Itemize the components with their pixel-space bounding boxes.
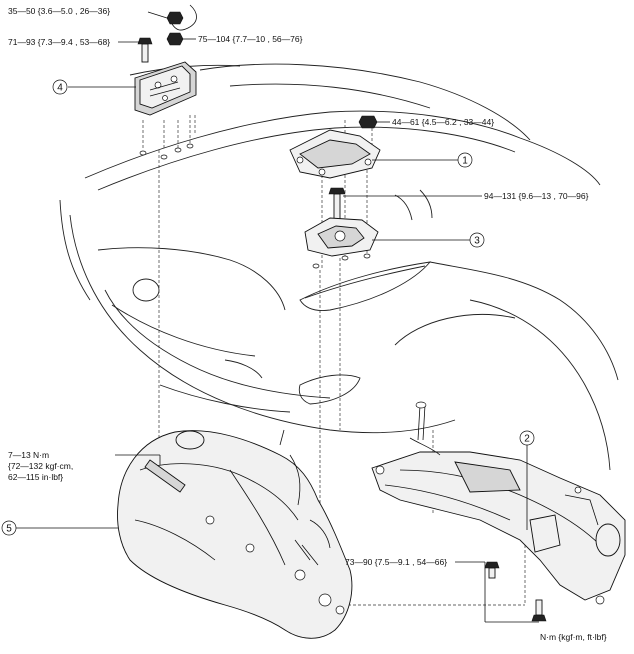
callout-3-label: 3 (474, 236, 480, 247)
nut-top (166, 4, 197, 31)
engine-mount-bracket-left (134, 61, 197, 116)
torque-nut-mid: 75—104 {7.7—10 , 56—76} (198, 34, 303, 44)
bolt-left (137, 37, 153, 63)
crossmember (371, 401, 626, 605)
vehicle-body-outline (59, 63, 619, 471)
engine-mount-member (289, 115, 381, 179)
torque-small-bolt-line1: 7—13 N·m (8, 450, 49, 460)
bolt-mount (328, 187, 346, 221)
callout-1-label: 1 (462, 156, 468, 167)
torque-labels: 35—50 {3.6—5.0 , 26—36} 75—104 {7.7—10 ,… (8, 6, 607, 642)
engine-mount-rubber (304, 217, 379, 269)
callout-4: 4 (52, 79, 68, 95)
callout-2: 2 (519, 430, 535, 446)
callout-5: 5 (1, 520, 17, 536)
torque-bolt-mount: 94—131 {9.6—13 , 70—96} (484, 191, 589, 201)
nut-mid (166, 32, 184, 46)
leader-lines (12, 11, 539, 623)
callout-3: 3 (469, 232, 485, 248)
torque-nut-top: 35—50 {3.6—5.0 , 26—36} (8, 6, 110, 16)
units-legend: N·m {kgf·m, ft·lbf} (540, 632, 607, 642)
callouts: 1 2 3 4 5 (1, 79, 535, 536)
bracket-washers (139, 143, 194, 160)
callout-4-label: 4 (57, 83, 63, 94)
callout-2-label: 2 (524, 434, 530, 445)
callout-5-label: 5 (6, 524, 12, 535)
torque-small-bolt-line2: {72—132 kgf·cm, (8, 461, 73, 471)
torque-nut-right: 44—61 {4.5—6.2 , 33—44} (392, 117, 494, 127)
transaxle (117, 429, 353, 639)
torque-bolt-left: 71—93 {7.3—9.4 , 53—68} (8, 37, 110, 47)
callout-1: 1 (457, 152, 473, 168)
bolt-bottom (484, 561, 547, 622)
torque-bolt-bottom: 73—90 {7.5—9.1 , 54—66} (345, 557, 447, 567)
torque-small-bolt-line3: 62—115 in·lbf} (8, 472, 63, 482)
